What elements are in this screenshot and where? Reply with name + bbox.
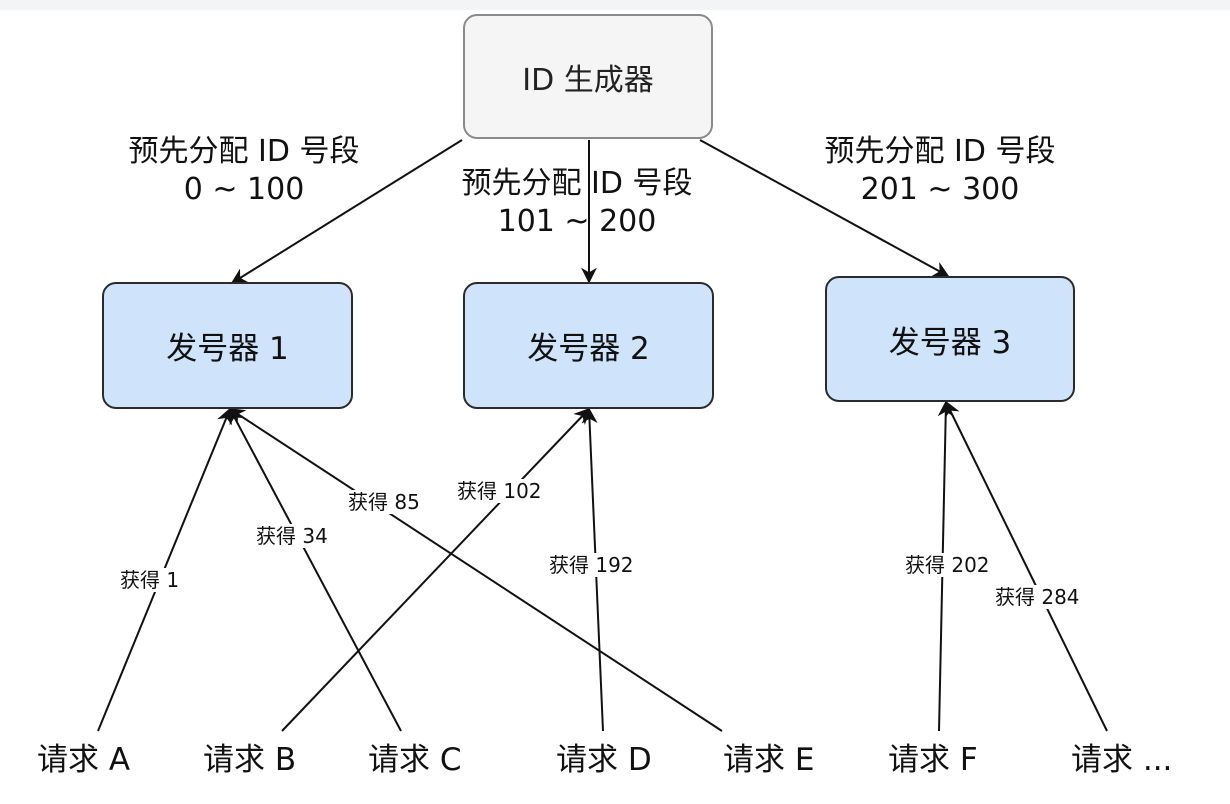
- allocation-title-1: 预先分配 ID 号段: [128, 134, 360, 169]
- allocation-label-3: 预先分配 ID 号段 201 ~ 300: [790, 133, 1090, 209]
- issuer-label-3: 发号器 3: [888, 324, 1012, 361]
- edge-label-request-d: 获得 192: [547, 553, 636, 577]
- request-c: 请求 C: [368, 742, 462, 778]
- edge-request-more: [945, 400, 1108, 732]
- allocation-title-2: 预先分配 ID 号段: [461, 166, 693, 201]
- edge-label-request-c: 获得 34: [254, 524, 330, 548]
- request-e: 请求 E: [723, 742, 815, 778]
- allocation-label-1: 预先分配 ID 号段 0 ~ 100: [94, 133, 394, 209]
- request-a: 请求 A: [37, 742, 131, 778]
- edge-label-request-a: 获得 1: [118, 568, 182, 592]
- top-bar: [0, 0, 1230, 10]
- edge-request-c: [229, 407, 402, 732]
- edge-request-b: [281, 407, 591, 732]
- request-more: 请求 ...: [1071, 742, 1173, 778]
- edge-label-request-f: 获得 202: [903, 553, 992, 577]
- allocation-label-2: 预先分配 ID 号段 101 ~ 200: [427, 165, 727, 241]
- issuer-node-2: 发号器 2: [463, 282, 714, 409]
- id-generator-node: ID 生成器: [463, 14, 713, 139]
- edge-request-e: [228, 408, 723, 732]
- issuer-label-2: 发号器 2: [527, 331, 650, 367]
- allocation-title-3: 预先分配 ID 号段: [824, 134, 1056, 169]
- edge-label-request-more: 获得 284: [993, 585, 1082, 609]
- issuer-node-3: 发号器 3: [825, 276, 1075, 402]
- request-d: 请求 D: [556, 742, 652, 778]
- edge-label-request-b: 获得 102: [455, 479, 544, 503]
- edge-label-request-e: 获得 85: [346, 490, 422, 514]
- issuer-node-1: 发号器 1: [102, 282, 353, 409]
- edge-generator-to-issuer-3: [699, 139, 950, 277]
- issuer-label-1: 发号器 1: [166, 331, 289, 367]
- allocation-range-2: 101 ~ 200: [497, 204, 657, 239]
- id-generator-label: ID 生成器: [522, 62, 654, 98]
- request-f: 请求 F: [888, 742, 978, 778]
- allocation-range-1: 0 ~ 100: [183, 172, 305, 207]
- edge-generator-to-issuer-1: [230, 139, 463, 284]
- allocation-range-3: 201 ~ 300: [860, 172, 1020, 207]
- request-b: 请求 B: [203, 742, 297, 778]
